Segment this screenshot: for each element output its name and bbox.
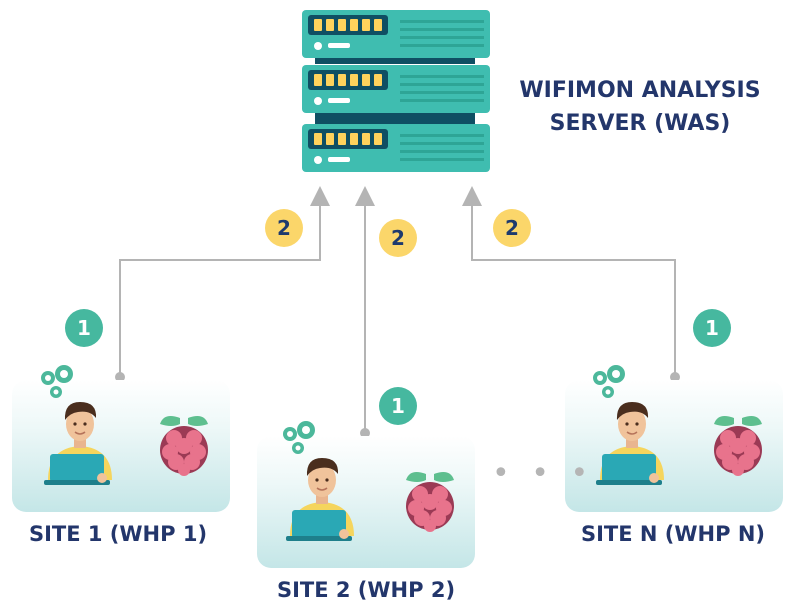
svg-text:2: 2: [277, 216, 291, 240]
site-1-label: SITE 1 (WHP 1): [29, 522, 207, 546]
step2-badge-site2: 2: [379, 219, 417, 257]
server-title-line1: WIFIMON ANALYSIS: [519, 78, 760, 103]
server-unit-top: [302, 10, 490, 58]
svg-text:1: 1: [705, 316, 719, 340]
server-connector: [315, 112, 475, 126]
step1-badge-site2: 1: [379, 387, 417, 425]
site-2-card: [257, 420, 475, 568]
site-2-label: SITE 2 (WHP 2): [277, 578, 455, 602]
step1-badge-siten: 1: [693, 309, 731, 347]
site-n-label: SITE N (WHP N): [581, 522, 765, 546]
connector-dot-siten: [670, 372, 680, 382]
connector-dot-site1: [115, 372, 125, 382]
connector-site1: [119, 186, 330, 376]
server-unit-bottom: [302, 124, 490, 172]
step2-badge-siten: 2: [493, 209, 531, 247]
server-unit-middle: [302, 65, 490, 113]
site-1-card: [12, 364, 230, 512]
server-title-line2: SERVER (WAS): [550, 111, 731, 136]
more-sites-ellipsis: • • •: [492, 456, 595, 491]
step1-badge-site1: 1: [65, 309, 103, 347]
server-stack: [302, 10, 490, 172]
svg-text:2: 2: [391, 226, 405, 250]
svg-text:2: 2: [505, 216, 519, 240]
connector-dot-site2: [360, 428, 370, 438]
svg-text:1: 1: [391, 394, 405, 418]
site-n-card: [565, 364, 783, 512]
connector-siten: [462, 186, 676, 376]
step2-badge-site1: 2: [265, 209, 303, 247]
svg-text:1: 1: [77, 316, 91, 340]
